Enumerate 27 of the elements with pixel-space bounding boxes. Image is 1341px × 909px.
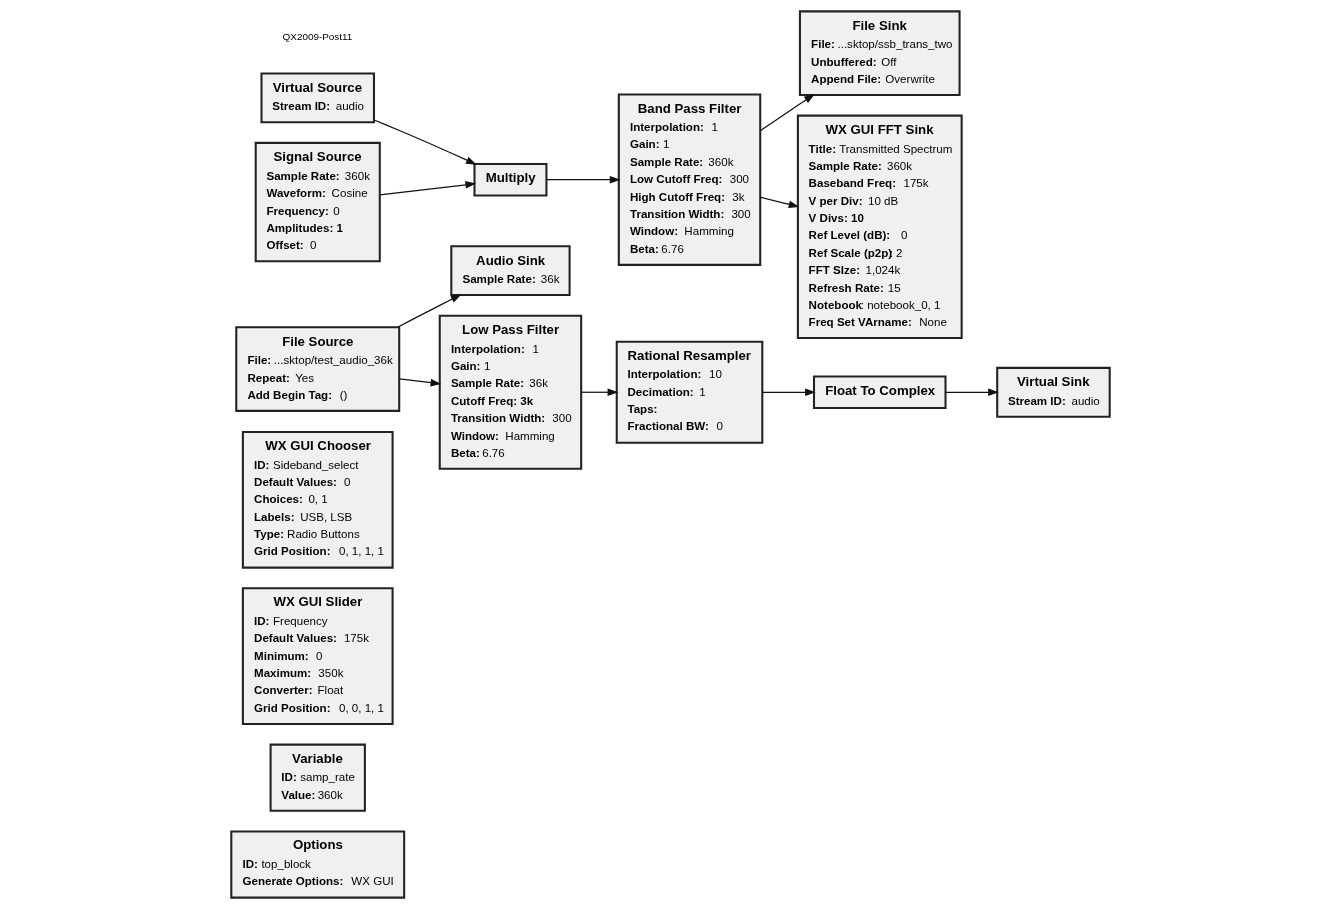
node-box: File Source File: ...sktop/test_audio_36k Repeat: Yes Add Begin Tag: () bbox=[235, 326, 401, 412]
node-box: WX GUI FFT Sink Title: Transmitted Spectrum Sample Rate: 360k Baseband Freq: 175k V per Div: 10 dB V Divs: 10 Ref Level (dB): 0 Ref Scale (p2p): 2 FFT SIze: 1,024k Refresh Rate: 15 Notebook: notebook_0, 1 Freq Set VArname: None bbox=[796, 114, 963, 340]
arrow bbox=[545, 175, 621, 184]
node-box: Virtual Source Stream ID: audio bbox=[260, 72, 375, 124]
node-box: Rational Resampler Interpolation: 10 Decimation: 1 Taps: Fractional BW: 0 bbox=[615, 340, 764, 444]
node-box: Variable ID: samp_rate Value: 360k bbox=[269, 743, 366, 812]
node-box: Options ID: top_block Generate Options: WX GUI bbox=[230, 830, 406, 899]
node-box: File Sink File: ...sktop/ssb_trans_two Unbuffered: Off Append File: Overwrite bbox=[798, 10, 961, 96]
node-box: Float To Complex bbox=[812, 375, 947, 409]
arrow bbox=[761, 388, 816, 397]
arrow bbox=[379, 181, 477, 196]
node-box: WX GUI Chooser ID: Sideband_select Default Values: 0 Choices: 0, 1 Labels: USB, LSB Type: Radio Buttons Grid Position: 0, 1, 1, 1 bbox=[241, 430, 394, 569]
node-box: Virtual Sink Stream ID: audio bbox=[996, 366, 1111, 418]
node-box: Multiply bbox=[473, 162, 548, 197]
arrow bbox=[759, 94, 815, 132]
node-box: Low Pass Filter Interpolation: 1 Gain: 1 Sample Rate: 36k Cutoff Freq: 3k Transition Width: 300 Window: Hamming Beta: 6.76 bbox=[438, 314, 583, 470]
arrow bbox=[397, 294, 462, 328]
node-box: Audio Sink Sample Rate: 36k bbox=[450, 245, 571, 297]
arrow bbox=[373, 119, 477, 165]
arrow bbox=[398, 378, 442, 387]
node-box: Signal Source Sample Rate: 360k Waveform: Cosine Frequency: 0 Amplitudes: 1 Offset: 0 bbox=[254, 141, 381, 263]
label: QX2009-Post11 bbox=[282, 31, 353, 42]
arrow bbox=[759, 196, 800, 208]
arrow bbox=[945, 388, 999, 397]
arrow bbox=[580, 388, 619, 397]
node-box: WX GUI Slider ID: Frequency Default Values: 175k Minimum: 0 Maximum: 350k Converter: Float Grid Position: 0, 0, 1, 1 bbox=[241, 587, 394, 725]
node-box: Band Pass Filter Interpolation: 1 Gain: 1 Sample Rate: 360k Low Cutoff Freq: 300 High Cutoff Freq: 3k Transition Width: 300 Window: Hamming Beta: 6.76 bbox=[617, 93, 762, 266]
